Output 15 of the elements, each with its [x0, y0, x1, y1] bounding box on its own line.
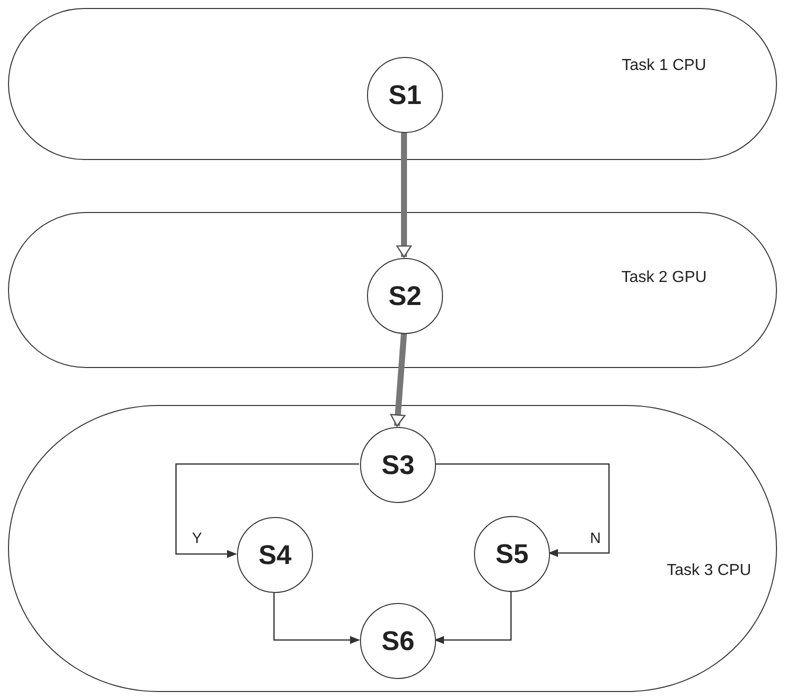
arrow	[175, 463, 359, 558]
arrow	[435, 463, 610, 557]
state-label: S3	[381, 450, 415, 480]
state-label: S1	[388, 80, 422, 110]
arrow	[390, 332, 407, 427]
task-label: Task 2 GPU	[620, 268, 708, 288]
state-label: S2	[388, 280, 422, 312]
task-label: Task 3 CPU	[666, 561, 752, 581]
arrow	[434, 591, 512, 644]
state-label: S6	[381, 626, 415, 656]
task-label: Task 1 CPU	[620, 56, 708, 76]
arrow	[396, 132, 412, 258]
state-label: S4	[258, 540, 292, 570]
arrow	[273, 592, 360, 644]
state-label: S5	[495, 538, 529, 570]
